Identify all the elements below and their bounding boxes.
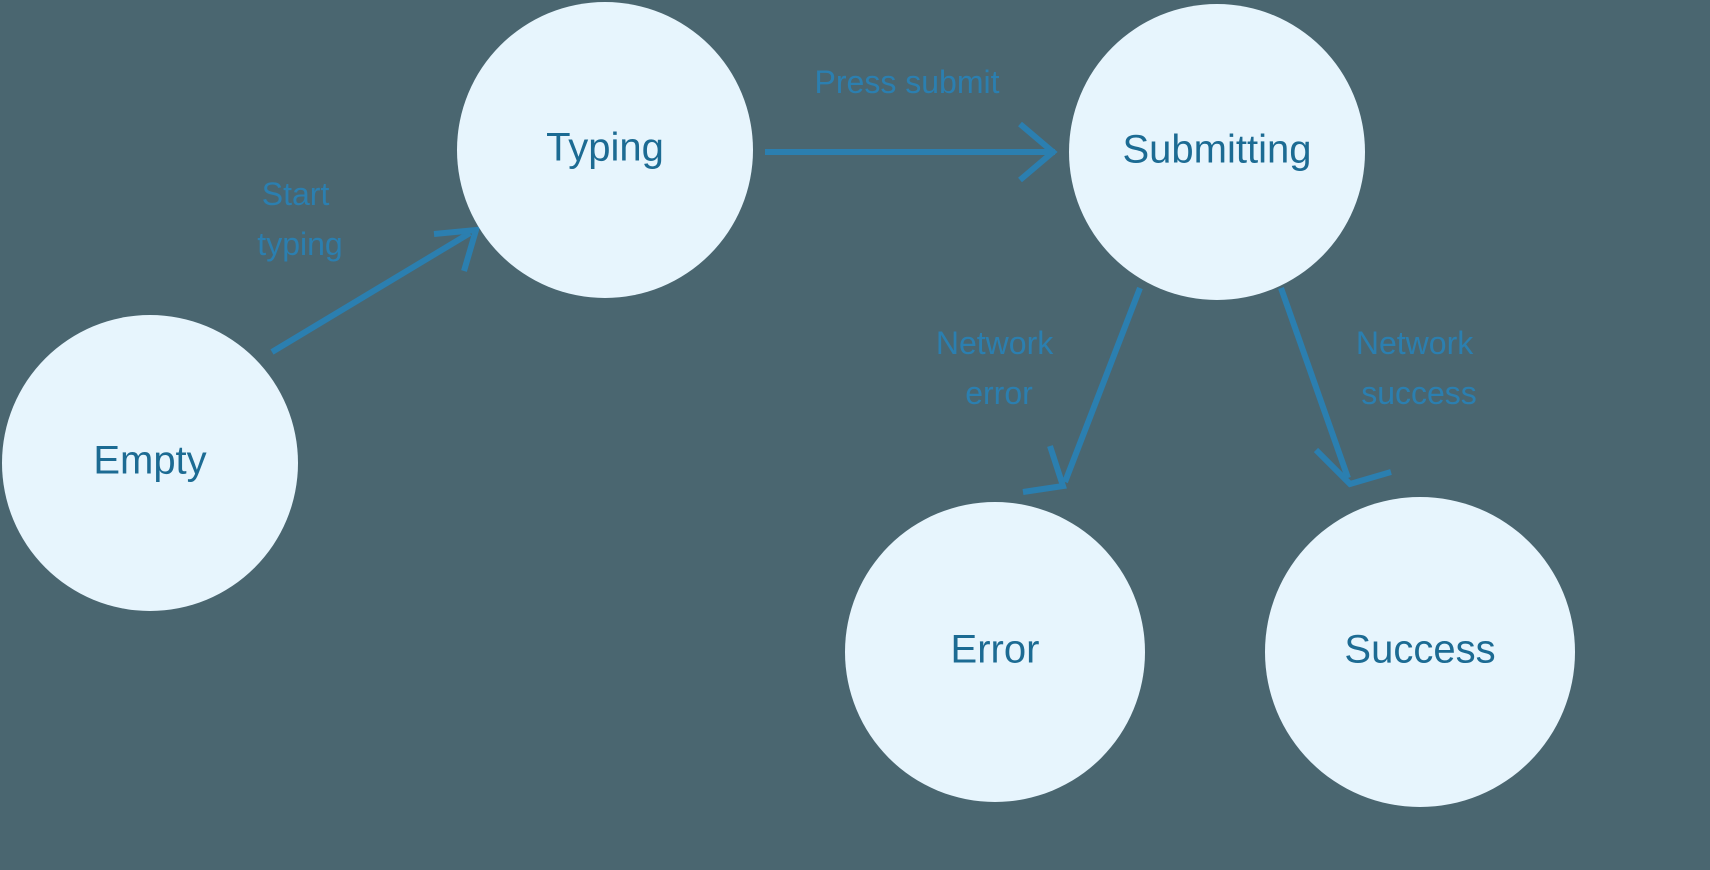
node-typing-label: Typing	[546, 126, 664, 170]
node-error-circle[interactable]	[845, 502, 1145, 802]
edge-label-press-submit: Press submit	[815, 64, 1000, 100]
edge-label-network-error-line-2: error	[965, 375, 1033, 411]
node-typing[interactable]: Typing	[457, 2, 753, 298]
edge-label-network-success: Network success	[1356, 325, 1482, 411]
node-submitting-circle[interactable]	[1069, 4, 1365, 300]
edge-label-network-error-line-1: Network	[936, 325, 1054, 361]
edge-label-network-error: Network error	[936, 325, 1062, 411]
node-success-label: Success	[1344, 628, 1495, 672]
edge-label-press-submit-line-1: Press submit	[815, 64, 1000, 100]
edge-typing-to-submitting	[765, 121, 1058, 183]
edge-submitting-to-success	[1278, 287, 1392, 488]
edge-submitting-to-success-line	[1278, 287, 1351, 479]
node-success-circle[interactable]	[1265, 497, 1575, 807]
node-empty[interactable]: Empty	[2, 315, 298, 611]
edge-label-start-typing-line-1: Start	[262, 176, 330, 212]
node-success[interactable]: Success	[1265, 497, 1575, 807]
node-empty-label: Empty	[93, 439, 206, 483]
edge-submitting-to-success-arrowhead	[1313, 447, 1392, 488]
node-submitting-label: Submitting	[1123, 128, 1312, 172]
edge-submitting-to-error	[1022, 286, 1143, 495]
node-empty-circle[interactable]	[2, 315, 298, 611]
node-error[interactable]: Error	[845, 502, 1145, 802]
edge-submitting-to-error-line	[1062, 286, 1143, 484]
edge-empty-to-typing-arrowhead	[433, 226, 481, 272]
edge-label-start-typing-line-2: typing	[257, 226, 342, 262]
edge-submitting-to-error-arrowhead	[1022, 445, 1067, 495]
node-submitting[interactable]: Submitting	[1069, 4, 1365, 300]
edge-empty-to-typing	[270, 226, 481, 355]
edge-label-start-typing: Start typing	[257, 176, 342, 262]
node-typing-circle[interactable]	[457, 2, 753, 298]
edge-empty-to-typing-line	[270, 230, 472, 355]
edge-label-network-success-line-1: Network	[1356, 325, 1474, 361]
edge-label-network-success-line-2: success	[1361, 375, 1477, 411]
edge-typing-to-submitting-arrowhead	[1018, 121, 1058, 183]
node-error-label: Error	[951, 628, 1040, 672]
